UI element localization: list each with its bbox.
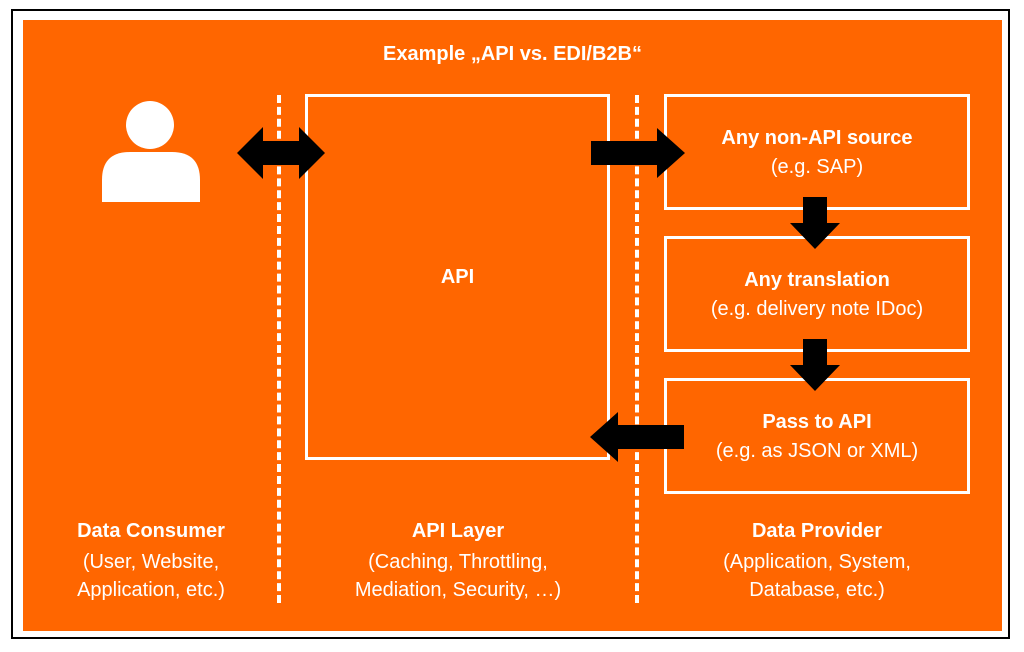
column-line: (Caching, Throttling, <box>368 551 548 573</box>
provider-step-title: Pass to API <box>762 411 872 433</box>
column-line: Mediation, Security, …) <box>354 579 562 601</box>
provider-step-subtitle: (e.g. SAP) <box>770 156 864 178</box>
separator-api-provider <box>635 95 639 603</box>
column-line: (User, Website, <box>82 551 220 573</box>
arrow-icon-translation-to-pass <box>790 339 840 391</box>
diagram-title: Example „API vs. EDI/B2B“ <box>383 43 642 65</box>
provider-step-title: Any translation <box>744 269 890 291</box>
user-icon <box>102 101 200 202</box>
column-label-consumer: Data Consumer (User, Website, Applicatio… <box>23 514 279 604</box>
column-label-provider: Data Provider (Application, System, Data… <box>639 514 995 604</box>
provider-step-subtitle: (e.g. as JSON or XML) <box>715 440 919 462</box>
double-arrow-icon <box>237 127 325 179</box>
diagram-panel <box>23 20 1002 631</box>
provider-step-pass: Pass to API (e.g. as JSON or XML) <box>664 378 970 494</box>
provider-step-title: Any non-API source <box>721 127 913 149</box>
api-box: API <box>305 94 610 460</box>
column-title: Data Provider <box>751 520 883 542</box>
provider-step-translation: Any translation (e.g. delivery note IDoc… <box>664 236 970 352</box>
separator-consumer-api <box>277 95 281 603</box>
column-title: API Layer <box>411 520 505 542</box>
column-line: Database, etc.) <box>749 579 885 601</box>
provider-step-subtitle: (e.g. delivery note IDoc) <box>710 298 924 320</box>
column-title: Data Consumer <box>77 520 225 542</box>
provider-step-source: Any non-API source (e.g. SAP) <box>664 94 970 210</box>
api-box-label: API <box>440 266 475 288</box>
column-line: Application, etc.) <box>77 579 225 601</box>
column-line: (Application, System, <box>723 551 911 573</box>
arrow-icon-source-to-translation <box>790 197 840 249</box>
arrow-icon-pass-to-api <box>590 412 684 462</box>
column-label-api-layer: API Layer (Caching, Throttling, Mediatio… <box>281 514 635 604</box>
arrow-icon-api-to-source <box>591 128 685 178</box>
